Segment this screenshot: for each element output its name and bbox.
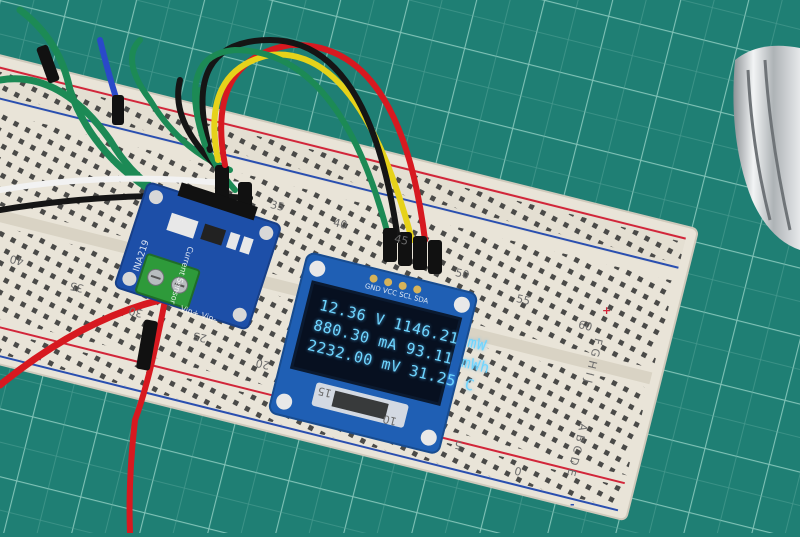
- terminal-block: [135, 253, 201, 309]
- power-wires: [0, 296, 168, 536]
- rail-minus-label: -: [570, 498, 575, 511]
- led-lamp: [733, 45, 800, 250]
- oled-module: [268, 252, 478, 454]
- rail-plus-label: +: [602, 304, 612, 317]
- arched-jumpers: [192, 36, 442, 274]
